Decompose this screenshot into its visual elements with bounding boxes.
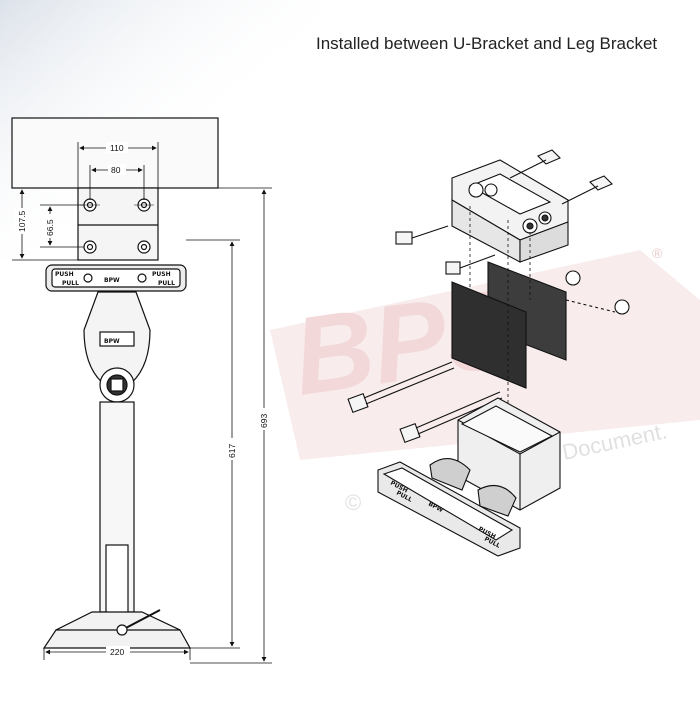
- exploded-view: [347, 149, 630, 557]
- diagram-caption: Installed between U-Bracket and Leg Brac…: [316, 34, 658, 53]
- pull-label-right: PULL: [158, 280, 175, 287]
- brand-label-bracket: BPW: [104, 277, 120, 284]
- dim-220: 220: [110, 647, 124, 657]
- leg-bracket: [457, 397, 561, 511]
- clamp: [477, 484, 517, 517]
- watermark-copyright: ©: [345, 490, 361, 515]
- crank-handle: [121, 609, 161, 631]
- push-pull-base: [377, 461, 521, 557]
- dim-693: 693: [259, 414, 269, 428]
- dim-617: 617: [227, 444, 237, 458]
- long-bolt: [347, 361, 455, 414]
- pull-label-left: PULL: [62, 280, 79, 287]
- nut: [484, 183, 498, 197]
- bolt-hole: [83, 240, 97, 254]
- nut: [565, 270, 581, 286]
- clamp: [429, 458, 471, 491]
- bolt: [395, 225, 449, 245]
- nut: [468, 182, 484, 198]
- dim-66-5: 66.5: [45, 219, 55, 236]
- left-part-labels: PUSH PULL BPW PUSH PULL BPW: [55, 271, 175, 345]
- bolt: [561, 175, 613, 205]
- watermark-registered: ®: [652, 245, 663, 261]
- push-label-right: PUSH: [152, 271, 171, 278]
- dim-107-5: 107.5: [17, 210, 27, 232]
- u-bracket: [451, 159, 569, 263]
- dim-110: 110: [110, 143, 124, 153]
- bolt-hole: [137, 240, 151, 254]
- spacer-plate-front: [451, 281, 527, 389]
- brand-label-head: BPW: [104, 338, 120, 345]
- dim-80: 80: [111, 165, 121, 175]
- nut: [614, 299, 630, 315]
- push-label-left: PUSH: [55, 271, 74, 278]
- bolt: [445, 254, 496, 275]
- dimension-labels: 110 80 107.5 66.5 693 617 220: [15, 142, 271, 657]
- bolt: [509, 149, 561, 179]
